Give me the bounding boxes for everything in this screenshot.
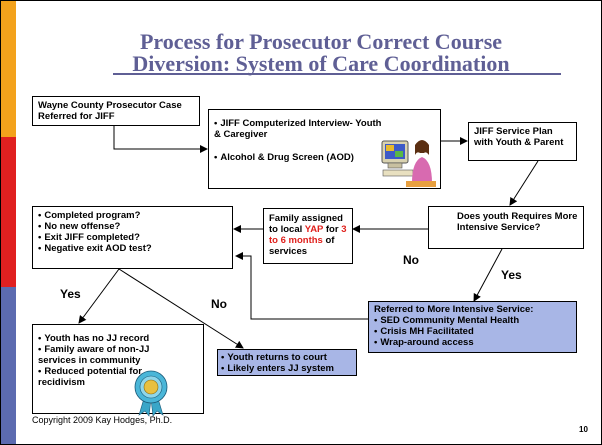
duration-text: 3 to 6 months	[269, 224, 347, 246]
accent-bar-blue	[1, 287, 16, 444]
referral-box: Wayne County Prosecutor Case Referred fo…	[32, 96, 200, 126]
referred-intensive-heading: Referred to More Intensive Service:	[374, 304, 534, 315]
arrow-plan-to-question	[509, 160, 539, 206]
label-yes-outcome: Yes	[60, 287, 81, 301]
page-number: 10	[579, 425, 588, 434]
referred-intensive-item: SED Community Mental Health	[374, 315, 571, 326]
service-plan-box: JIFF Service Plan with Youth & Parent	[468, 122, 577, 161]
award-ribbon-icon	[134, 370, 168, 417]
good-outcome-item: Youth has no JJ record	[38, 333, 156, 344]
label-no-outcome: No	[211, 297, 227, 311]
checklist-item: Exit JIFF completed?	[38, 232, 227, 243]
arrow-checklist-to-outcome	[78, 268, 120, 324]
computer-user-icon	[381, 140, 436, 187]
court-item: Likely enters JJ system	[221, 363, 351, 374]
family-middle: for	[323, 224, 342, 235]
arrow-intensive-to-checklist	[235, 252, 368, 320]
court-item: Youth returns to court	[221, 352, 351, 363]
title-underline	[113, 73, 561, 75]
yap-text: YAP	[304, 224, 324, 235]
arrow-checklist-to-court	[118, 268, 244, 349]
accent-bar-red	[1, 137, 16, 287]
label-no-intensive: No	[403, 253, 419, 267]
intensive-question-box: Does youth Requires More Intensive Servi…	[428, 206, 584, 249]
checklist-item: Negative exit AOD test?	[38, 243, 227, 254]
referred-intensive-item: Crisis MH Facilitated	[374, 326, 571, 337]
arrow-referral-to-interview	[113, 126, 208, 153]
title-line-2: Diversion: System of Care Coordination	[132, 51, 510, 76]
family-assigned-box: Family assigned to local YAP for 3 to 6 …	[263, 208, 353, 264]
court-box: Youth returns to court Likely enters JJ …	[217, 349, 357, 376]
service-plan-text: JIFF Service Plan with Youth & Parent	[474, 126, 564, 148]
good-outcome-box: Youth has no JJ record Family aware of n…	[32, 324, 204, 414]
intensive-question-text: Does youth Requires More Intensive Servi…	[457, 211, 578, 233]
referred-intensive-box: Referred to More Intensive Service: SED …	[368, 301, 577, 353]
good-outcome-item: Family aware of non-JJ services in commu…	[38, 344, 156, 366]
good-outcome-item: Reduced potential for recidivism	[38, 366, 156, 388]
checklist-item: No new offense?	[38, 221, 227, 232]
slide-title: Process for Prosecutor Correct Course Di…	[61, 31, 581, 75]
family-prefix: Family assigned to local	[269, 213, 343, 235]
interview-item: JIFF Computerized Interview- Youth & Car…	[214, 118, 384, 140]
family-suffix: of services	[269, 235, 335, 257]
arrow-question-to-intensive	[473, 248, 503, 302]
interview-item: Alcohol & Drug Screen (AOD)	[214, 152, 384, 163]
title-line-1: Process for Prosecutor Correct Course	[139, 29, 503, 54]
label-yes-intensive: Yes	[501, 268, 522, 282]
referred-intensive-item: Wrap-around access	[374, 337, 571, 348]
accent-bar-orange	[1, 1, 16, 137]
copyright: Copyright 2009 Kay Hodges, Ph.D.	[32, 415, 173, 425]
referral-text: Wayne County Prosecutor Case Referred fo…	[38, 100, 182, 122]
checklist-item: Completed program?	[38, 210, 227, 221]
checklist-box: Completed program? No new offense? Exit …	[32, 206, 233, 269]
